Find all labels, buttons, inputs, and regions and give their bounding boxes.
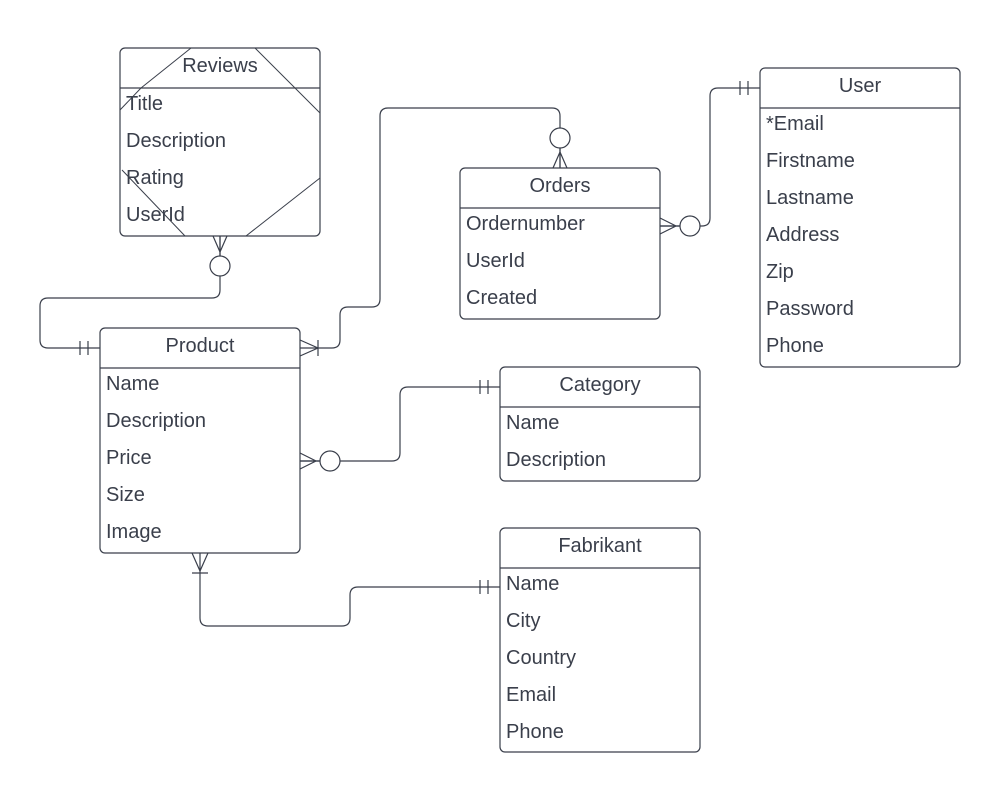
connector-product-category: [300, 386, 500, 462]
entity-title: Category: [559, 374, 640, 396]
entity-title: User: [839, 75, 882, 97]
entity-user[interactable]: User *Email Firstname Lastname Address Z…: [759, 67, 961, 368]
attribute: *Email: [766, 113, 824, 135]
one-only-fabrikant-end: [479, 580, 489, 594]
connector-orders-user: [660, 87, 760, 227]
entity-fabrikant[interactable]: Fabrikant Name City Country Email Phone: [499, 527, 701, 753]
entity-title: Reviews: [182, 55, 258, 77]
entity-title: Orders: [529, 175, 590, 197]
connector-product-fabrikant: [199, 553, 500, 627]
entity-title: Fabrikant: [558, 535, 642, 557]
attribute: Rating: [126, 167, 184, 189]
attribute: Image: [106, 521, 162, 543]
one-many-product-end-orders: [299, 339, 320, 357]
attribute: Lastname: [766, 187, 854, 209]
connector-orders-product: [300, 107, 561, 349]
attribute: Description: [126, 130, 226, 152]
crowfoot-product-category-end: [299, 450, 341, 472]
entity-category[interactable]: Category Name Description: [499, 366, 701, 482]
attribute: Email: [506, 684, 556, 706]
attribute: Country: [506, 647, 576, 669]
attribute: Size: [106, 484, 145, 506]
attribute: Title: [126, 93, 163, 115]
one-many-product-fabrikant-end: [191, 552, 209, 574]
attribute: Price: [106, 447, 152, 469]
entity-reviews[interactable]: Reviews Title Description Rating UserId: [119, 47, 321, 237]
crowfoot-orders-user-end: [659, 215, 701, 237]
attribute: Name: [506, 573, 559, 595]
entity-orders[interactable]: Orders Ordernumber UserId Created: [459, 167, 661, 320]
attribute: Address: [766, 224, 839, 246]
crowfoot-reviews-end: [209, 235, 231, 277]
attribute: UserId: [126, 204, 185, 226]
one-only-category-end: [479, 380, 489, 394]
crowfoot-orders-end: [549, 127, 571, 169]
connector-reviews-product: [39, 236, 221, 349]
entity-title: Product: [166, 335, 235, 357]
entity-product[interactable]: Product Name Description Price Size Imag…: [99, 327, 301, 554]
attribute: Password: [766, 298, 854, 320]
one-only-product-end-reviews: [79, 341, 89, 355]
attribute: Description: [106, 410, 206, 432]
attribute: Firstname: [766, 150, 855, 172]
attribute: Created: [466, 287, 537, 309]
one-only-user-end: [739, 81, 749, 95]
attribute: Description: [506, 449, 606, 471]
attribute: City: [506, 610, 540, 632]
attribute: Name: [506, 412, 559, 434]
attribute: Zip: [766, 261, 794, 283]
attribute: UserId: [466, 250, 525, 272]
attribute: Ordernumber: [466, 213, 585, 235]
attribute: Phone: [506, 721, 564, 743]
attribute: Phone: [766, 335, 824, 357]
attribute: Name: [106, 373, 159, 395]
